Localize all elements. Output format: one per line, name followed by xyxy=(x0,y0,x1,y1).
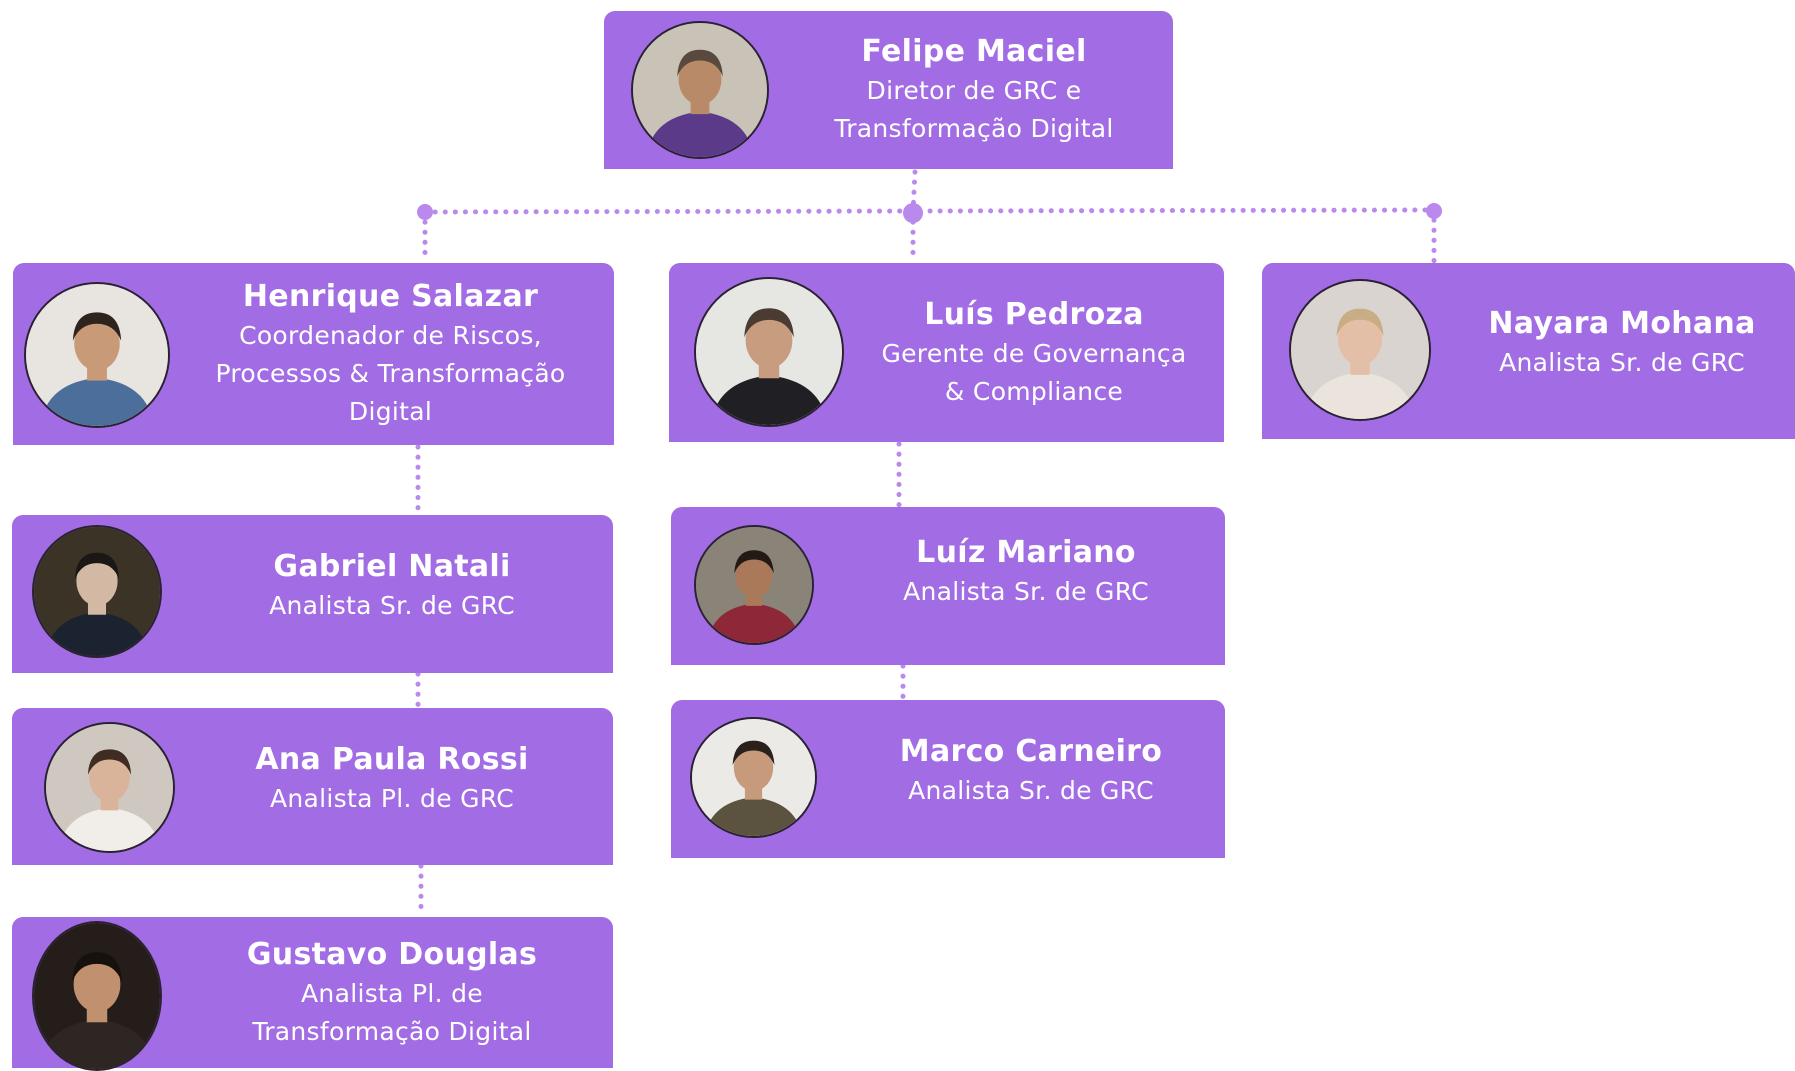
person-name: Luís Pedroza xyxy=(924,296,1144,332)
portrait-image xyxy=(696,527,812,643)
portrait-image xyxy=(26,284,168,426)
portrait-image xyxy=(34,923,160,1069)
avatar xyxy=(44,722,175,853)
person-role: Transformação Digital xyxy=(252,1016,532,1046)
connector-node xyxy=(1426,203,1442,219)
avatar xyxy=(694,277,844,427)
person-role: & Compliance xyxy=(944,376,1124,406)
avatar xyxy=(631,21,769,159)
person-name: Gabriel Natali xyxy=(273,549,511,584)
person-name: Nayara Mohana xyxy=(1488,306,1756,341)
person-role: Analista Sr. de GRC xyxy=(908,776,1154,805)
person-role: Analista Sr. de GRC xyxy=(1499,348,1745,377)
person-role: Analista Sr. de GRC xyxy=(903,577,1149,606)
card-ana-paula-rossi: Ana Paula Rossi Analista Pl. de GRC xyxy=(12,708,613,865)
person-role: Diretor de GRC e xyxy=(866,76,1082,105)
avatar xyxy=(694,525,814,645)
person-role: Processos & Transformação xyxy=(215,359,566,388)
connector-node xyxy=(417,204,433,220)
person-name: Henrique Salazar xyxy=(242,279,539,314)
person-role: Digital xyxy=(348,397,433,426)
card-marco-carneiro: Marco Carneiro Analista Sr. de GRC xyxy=(671,700,1225,858)
portrait-image xyxy=(34,527,160,656)
portrait-image xyxy=(692,719,815,836)
person-name: Felipe Maciel xyxy=(861,34,1087,69)
portrait-image xyxy=(46,724,173,851)
person-role: Coordenador de Riscos, xyxy=(239,321,542,350)
avatar xyxy=(32,525,162,658)
person-role: Analista Sr. de GRC xyxy=(269,591,515,620)
card-nayara-mohana: Nayara Mohana Analista Sr. de GRC xyxy=(1262,263,1795,439)
avatar xyxy=(32,921,162,1071)
card-felipe-maciel: Felipe Maciel Diretor de GRC e Transform… xyxy=(604,11,1173,169)
portrait-image xyxy=(696,279,842,425)
person-role: Transformação Digital xyxy=(834,114,1114,143)
person-role: Analista Pl. de xyxy=(301,978,483,1008)
portrait-image xyxy=(1291,281,1429,419)
connector-node xyxy=(903,203,923,223)
person-name: Luíz Mariano xyxy=(916,535,1136,570)
card-luis-pedroza: Luís Pedroza Gerente de Governança & Com… xyxy=(669,263,1224,442)
person-role: Gerente de Governança xyxy=(881,338,1187,368)
card-henrique-salazar: Henrique Salazar Coordenador de Riscos, … xyxy=(13,263,614,445)
avatar xyxy=(690,717,817,838)
person-role: Analista Pl. de GRC xyxy=(269,783,515,813)
person-name: Marco Carneiro xyxy=(899,734,1163,769)
card-gabriel-natali: Gabriel Natali Analista Sr. de GRC xyxy=(12,515,613,673)
portrait-image xyxy=(633,23,767,157)
card-gustavo-douglas: Gustavo Douglas Analista Pl. de Transfor… xyxy=(12,917,613,1071)
card-luiz-mariano: Luíz Mariano Analista Sr. de GRC xyxy=(671,507,1225,665)
avatar xyxy=(24,282,170,428)
person-name: Gustavo Douglas xyxy=(246,936,538,972)
avatar xyxy=(1289,279,1431,421)
person-name: Ana Paula Rossi xyxy=(255,741,529,777)
